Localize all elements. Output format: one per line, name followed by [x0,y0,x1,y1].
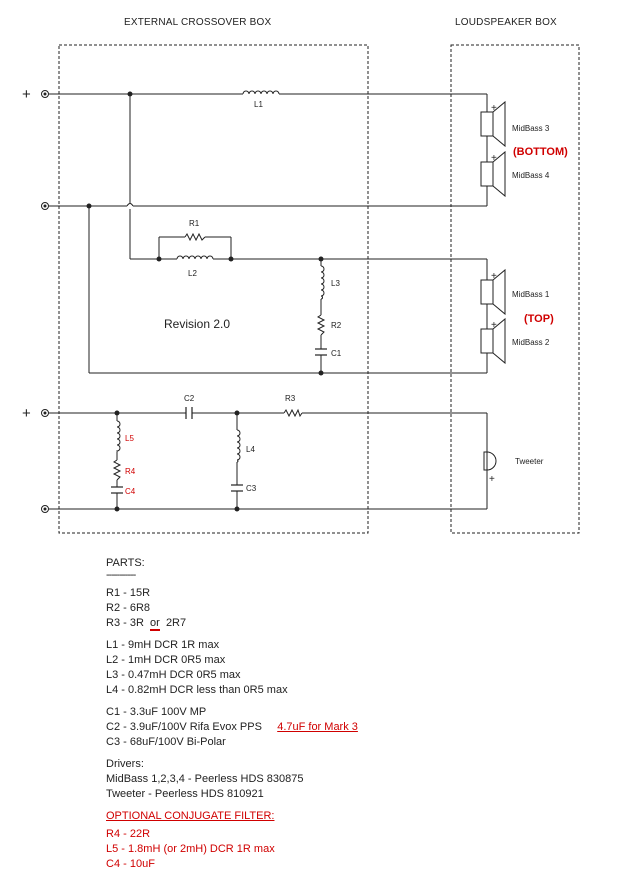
junction-dot [318,256,324,262]
label-c4: C4 [125,487,136,496]
speaker-box-outline [450,44,580,534]
junction-dot [156,256,162,262]
top-note: (TOP) [524,313,554,325]
midbass-2-label: MidBass 2 [512,338,550,347]
junction-dot [114,506,120,512]
midbass-3-driver [480,100,506,148]
terminal-plus-label: + [22,86,31,103]
part-c2: C2 - 3.9uF/100V Rifa Evox PPS 4.7uF for … [106,720,358,735]
driver-plus-sign: + [491,103,497,114]
part-l5: L5 - 1.8mH (or 2mH) DCR 1R max [106,843,275,855]
junction-dot [318,370,324,376]
label-l3: L3 [331,279,340,288]
midbass-4-label: MidBass 4 [512,171,550,180]
drivers-title: Drivers: [106,758,144,770]
part-c3: C3 - 68uF/100V Bi-Polar [106,736,226,748]
crossover-schematic: EXTERNAL CROSSOVER BOX LOUDSPEAKER BOX [22,17,580,534]
tweeter-driver [483,451,497,471]
capacitor-c2 [185,407,193,419]
terminal-tweeter-plus [41,409,49,417]
part-r2: R2 - 6R8 [106,602,151,614]
label-l2: L2 [188,269,197,278]
crossover-box-outline [58,44,369,534]
inductor-l2 [176,255,214,260]
junction-dot [86,203,92,209]
terminal-midbass-plus [41,90,49,98]
optional-filter-title: OPTIONAL CONJUGATE FILTER: [106,810,275,822]
part-r3: R3 - 3R or 2R7 [106,616,358,631]
label-l5: L5 [125,434,134,443]
terminal-plus-label: + [22,405,31,422]
junction-dot [127,91,133,97]
part-r3-prefix: R3 - 3R [106,617,144,629]
inductor-l1 [242,90,280,95]
header-crossover-box: EXTERNAL CROSSOVER BOX [124,17,272,28]
part-l4: L4 - 0.82mH DCR less than 0R5 max [106,684,288,696]
terminal-tweeter-minus [41,505,49,513]
header-speaker-box: LOUDSPEAKER BOX [455,17,557,28]
capacitor-c1 [315,348,327,356]
label-c2: C2 [184,394,195,403]
resistor-r3 [283,408,303,418]
junction-dot [234,410,240,416]
driver-plus-sign: + [491,320,497,331]
label-r3: R3 [285,394,296,403]
label-c1: C1 [331,349,342,358]
part-c2-note: 4.7uF for Mark 3 [277,721,358,733]
label-r2: R2 [331,321,342,330]
revision-label: Revision 2.0 [164,317,230,331]
part-r4: R4 - 22R [106,828,151,840]
label-c3: C3 [246,484,257,493]
bottom-note: (BOTTOM) [513,146,568,158]
driver-plus-sign: + [491,271,497,282]
part-c1: C1 - 3.3uF 100V MP [106,706,207,718]
inductor-l3 [320,265,325,300]
part-l1: L1 - 9mH DCR 1R max [106,639,220,651]
resistor-r4 [112,459,122,481]
junction-dot [114,410,120,416]
tweeter-driver-part: Tweeter - Peerless HDS 810921 [106,788,264,800]
driver-plus-sign: + [491,153,497,164]
part-r1: R1 - 15R [106,587,151,599]
driver-plus-sign: + [489,474,495,485]
midbass-drivers: MidBass 1,2,3,4 - Peerless HDS 830875 [106,773,304,785]
inductor-l5 [116,420,121,453]
midbass-4-driver [480,150,506,198]
inductor-l4 [236,429,241,463]
parts-separator: ----------- [106,569,136,581]
part-c4: C4 - 10uF [106,858,155,870]
midbass-1-label: MidBass 1 [512,290,550,299]
part-r3-suffix: 2R7 [165,617,187,629]
midbass-1-driver [480,268,506,316]
midbass-2-driver [480,317,506,365]
resistor-r2 [316,314,326,336]
part-l3: L3 - 0.47mH DCR 0R5 max [106,669,241,681]
resistor-r1 [184,232,206,242]
midbass-3-label: MidBass 3 [512,124,550,133]
capacitor-c4 [111,486,123,494]
capacitor-c3 [231,484,243,492]
label-l1: L1 [254,100,263,109]
label-r1: R1 [189,219,200,228]
parts-title: PARTS: [106,557,145,569]
part-c2-text: C2 - 3.9uF/100V Rifa Evox PPS [106,721,262,733]
tweeter-label: Tweeter [515,457,544,466]
parts-list: PARTS: ----------- R1 - 15R R2 - 6R8 R3 … [106,556,358,872]
terminal-midbass-minus [41,202,49,210]
label-r4: R4 [125,467,136,476]
junction-dot [234,506,240,512]
label-l4: L4 [246,445,255,454]
junction-dot [228,256,234,262]
part-l2: L2 - 1mH DCR 0R5 max [106,654,226,666]
part-r3-or: or [150,617,160,631]
